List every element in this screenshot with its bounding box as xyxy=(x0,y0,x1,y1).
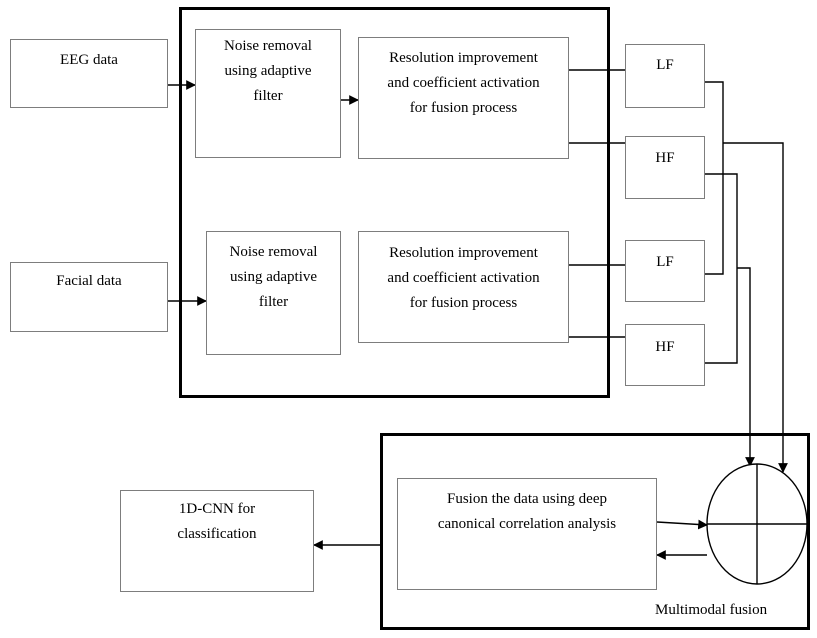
dcca-fusion-label: Fusion the data using deep canonical cor… xyxy=(437,491,617,532)
lf-top-box: LF xyxy=(625,44,705,108)
resolution-top-box: Resolution improvement and coefficient a… xyxy=(358,37,569,159)
resolution-bottom-label: Resolution improvement and coefficient a… xyxy=(387,245,540,311)
hf-bottom-label: HF xyxy=(655,339,675,355)
arrow-dcca-to-node xyxy=(656,519,708,530)
multimodal-fusion-frame xyxy=(380,433,810,630)
resolution-bottom-box: Resolution improvement and coefficient a… xyxy=(358,231,569,343)
hf-top-box: HF xyxy=(625,136,705,199)
hf-top-label: HF xyxy=(655,150,675,166)
line-lf-top-out xyxy=(705,81,724,275)
noise-removal-bottom-label: Noise removal using adaptive filter xyxy=(229,244,318,310)
multimodal-fusion-caption: Multimodal fusion xyxy=(655,602,768,618)
line-hf-top-out xyxy=(705,173,738,364)
preprocessing-frame xyxy=(179,7,610,398)
eeg-data-box: EEG data xyxy=(10,39,168,108)
lf-top-label: LF xyxy=(656,57,674,73)
lf-bottom-box: LF xyxy=(625,240,705,302)
noise-removal-top-label: Noise removal using adaptive filter xyxy=(224,38,312,104)
resolution-top-label: Resolution improvement and coefficient a… xyxy=(387,50,540,116)
facial-data-box: Facial data xyxy=(10,262,168,332)
classifier-label: 1D-CNN for classification xyxy=(177,501,257,542)
facial-data-label: Facial data xyxy=(56,273,122,289)
line-lf-merge xyxy=(723,142,788,473)
lf-bottom-label: LF xyxy=(656,254,674,270)
classifier-box: 1D-CNN for classification xyxy=(120,490,314,592)
dcca-fusion-box: Fusion the data using deep canonical cor… xyxy=(397,478,657,590)
hf-bottom-box: HF xyxy=(625,324,705,386)
line-hf-merge xyxy=(737,267,755,467)
noise-removal-bottom-box: Noise removal using adaptive filter xyxy=(206,231,341,355)
noise-removal-top-box: Noise removal using adaptive filter xyxy=(195,29,341,158)
eeg-data-label: EEG data xyxy=(60,52,118,68)
